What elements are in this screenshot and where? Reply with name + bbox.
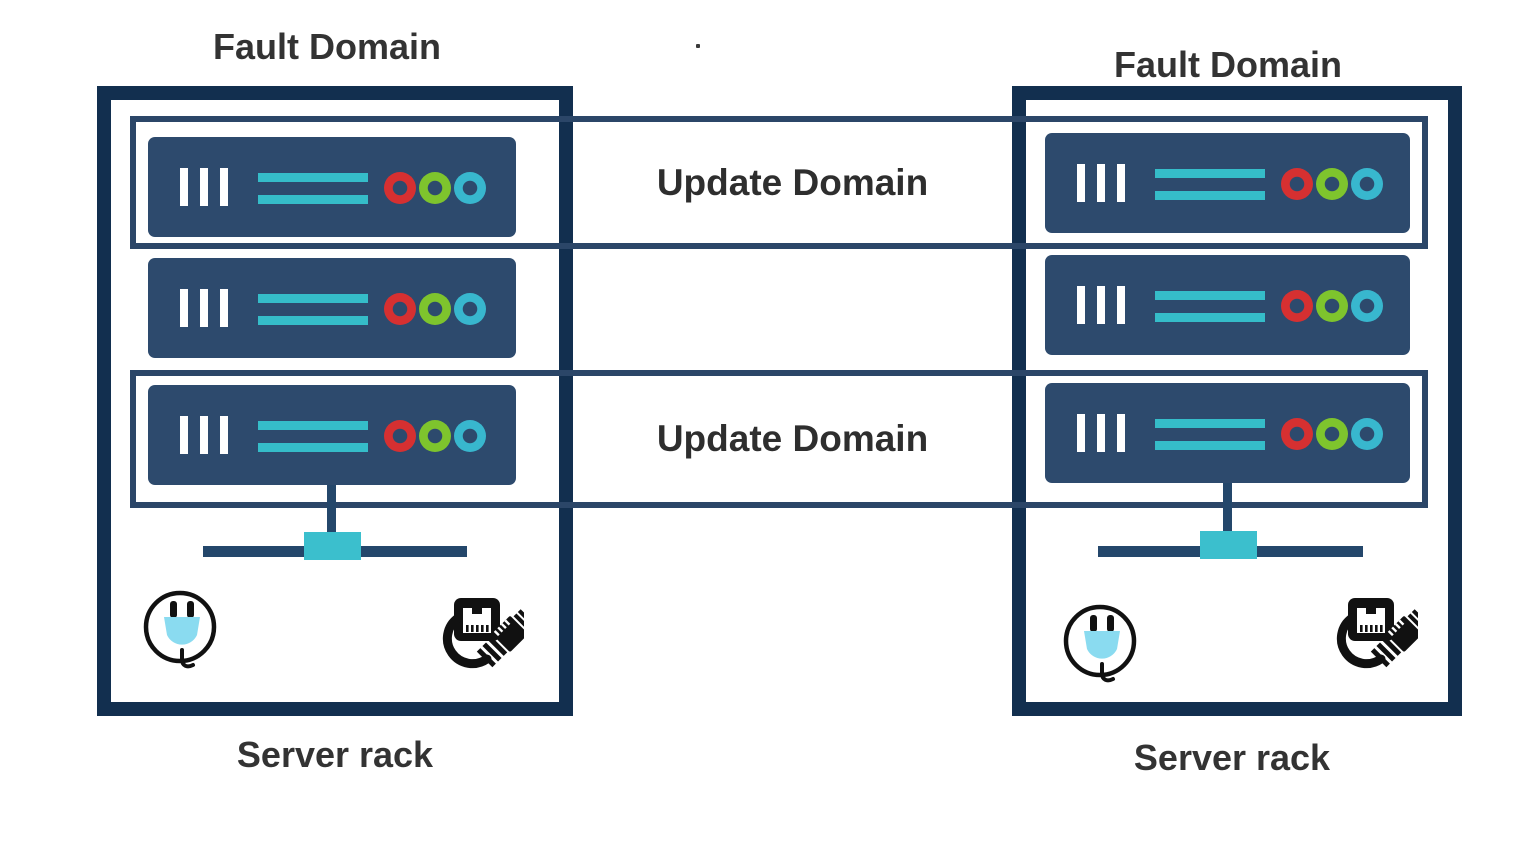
server-unit-right-3 [1045,383,1410,483]
led-indicator-cyan [1351,290,1383,322]
ethernet-cable-icon [442,598,524,669]
server-unit-right-1 [1045,133,1410,233]
drive-slot-bars-icon [1077,164,1125,202]
chassis-stripe [258,173,368,182]
chassis-stripe [258,443,368,452]
stray-dot [696,44,700,48]
chassis-stripe [1155,191,1265,200]
led-indicator-green [419,293,451,325]
server-unit-left-1 [148,137,516,237]
led-indicator-cyan [1351,168,1383,200]
chassis-stripe [258,294,368,303]
server-rack-caption-left: Server rack [236,734,434,775]
led-indicator-green [1316,418,1348,450]
led-indicator-green [419,172,451,204]
network-switch-icon [1200,531,1257,559]
drive-slot-bars-icon [1077,286,1125,324]
drive-slot-bars-icon [180,168,228,206]
chassis-stripe [1155,291,1265,300]
chassis-stripe [1155,313,1265,322]
led-indicator-green [1316,168,1348,200]
network-stem [1223,483,1232,535]
network-switch-icon [304,532,361,560]
led-indicator-cyan [454,172,486,204]
update-domain-band-2 [130,370,1428,508]
chassis-stripe [258,316,368,325]
power-plug-icon [143,590,217,669]
chassis-stripe [258,421,368,430]
led-indicator-red [1281,168,1313,200]
led-indicator-red [384,420,416,452]
led-indicator-green [1316,290,1348,322]
led-indicator-red [1281,418,1313,450]
server-rack-caption-right: Server rack [1133,737,1331,778]
chassis-stripe [1155,169,1265,178]
server-unit-right-2 [1045,255,1410,355]
network-stem [327,485,336,537]
update-domain-band-1 [130,116,1428,249]
server-unit-left-2 [148,258,516,358]
fault-domain-title-left: Fault Domain [212,26,441,67]
chassis-stripe [258,195,368,204]
led-indicator-red [1281,290,1313,322]
power-plug-icon [1063,604,1137,683]
chassis-stripe [1155,441,1265,450]
update-domain-label-1: Update Domain [656,161,929,203]
led-indicator-green [419,420,451,452]
led-indicator-red [384,293,416,325]
led-indicator-cyan [454,420,486,452]
led-indicator-cyan [1351,418,1383,450]
ethernet-cable-icon [1336,598,1418,669]
drive-slot-bars-icon [180,289,228,327]
drive-slot-bars-icon [1077,414,1125,452]
server-unit-left-3 [148,385,516,485]
update-domain-label-2: Update Domain [656,418,929,459]
drive-slot-bars-icon [180,416,228,454]
chassis-stripe [1155,419,1265,428]
fault-domain-title-right: Fault Domain [1113,44,1342,85]
led-indicator-cyan [454,293,486,325]
led-indicator-red [384,172,416,204]
